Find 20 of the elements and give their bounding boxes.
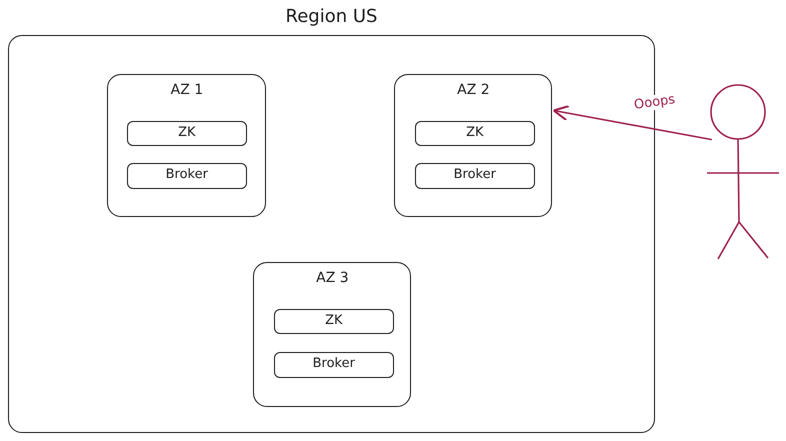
service-label: Broker (312, 356, 356, 371)
zone-title: AZ 1 (170, 82, 204, 98)
service-box (126, 120, 247, 146)
service-box (414, 120, 535, 146)
zone-box (107, 74, 266, 218)
service-box (414, 162, 535, 189)
service-label: Broker (164, 166, 209, 182)
service-label: ZK (465, 124, 484, 140)
service-label: ZK (324, 312, 344, 328)
zone-title: AZ 2 (456, 82, 491, 98)
service-box (274, 308, 394, 334)
service-label: Broker (452, 166, 497, 182)
zone-box (394, 74, 552, 218)
zone-box (253, 262, 412, 408)
service-box (126, 162, 247, 189)
arrow (552, 105, 712, 140)
service-box (274, 352, 394, 378)
zone-title: AZ 3 (315, 270, 350, 286)
service-label: ZK (177, 124, 196, 140)
region-title: Region US (284, 6, 378, 27)
